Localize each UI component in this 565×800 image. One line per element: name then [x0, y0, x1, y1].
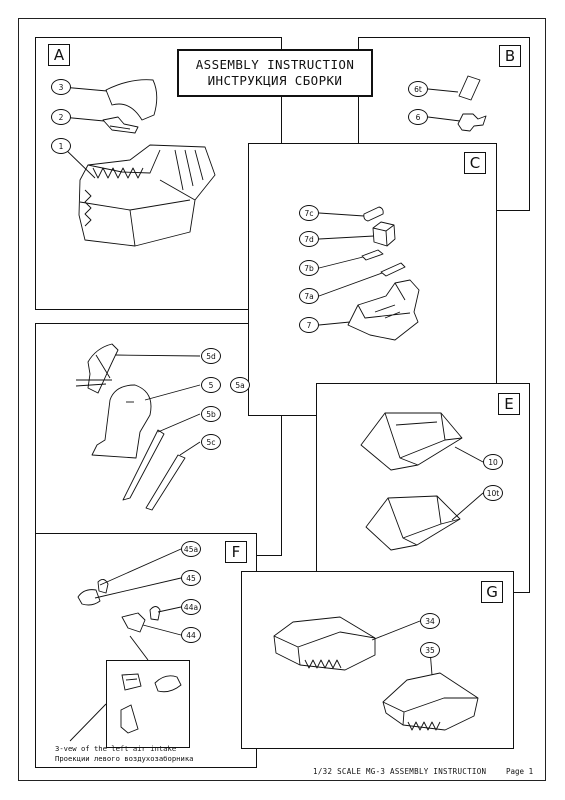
part-7b-block — [361, 249, 384, 261]
callout-7c: 7c — [299, 205, 319, 221]
callout-5: 5 — [201, 377, 221, 393]
panel-g-label: G — [481, 581, 503, 603]
callout-5b: 5b — [201, 406, 221, 422]
title-block: ASSEMBLY INSTRUCTION ИНСТРУКЦИЯ СБОРКИ — [177, 49, 373, 97]
part-44-intake — [121, 612, 146, 633]
page-number: Page 1 — [506, 767, 534, 776]
callout-2: 2 — [51, 109, 71, 125]
part-35-radiator — [382, 672, 479, 731]
air-intake-inset-frame — [106, 660, 190, 748]
callout-6: 6 — [408, 109, 428, 125]
part-45-intake — [77, 589, 101, 606]
inset-caption-english: 3-vew of the left air intake — [55, 744, 177, 753]
footer-text: 1/32 SCALE MG-3 ASSEMBLY INSTRUCTION — [313, 767, 487, 776]
page-frame — [18, 18, 546, 781]
part-6t-clear — [458, 75, 481, 101]
callout-6t: 6t — [408, 81, 428, 97]
title-russian: ИНСТРУКЦИЯ СБОРКИ — [207, 73, 343, 88]
part-44a-intake-lip — [149, 606, 161, 621]
part-7a-block — [380, 262, 406, 277]
callout-44: 44 — [181, 627, 201, 643]
panel-c-label: C — [464, 152, 486, 174]
callout-7a: 7a — [299, 288, 319, 304]
callout-5a: 5a — [230, 377, 250, 393]
part-3-windscreen — [105, 79, 158, 121]
callout-45: 45 — [181, 570, 201, 586]
callout-1: 1 — [51, 138, 71, 154]
callout-10: 10 — [483, 454, 503, 470]
callout-45a: 45a — [181, 541, 201, 557]
callout-10t: 10t — [483, 485, 503, 501]
part-5-seat-back — [91, 384, 152, 459]
part-6-bracket — [457, 113, 487, 132]
part-7-seat-pan — [347, 279, 420, 341]
panel-b-label: B — [499, 45, 521, 67]
panel-f-label: F — [225, 541, 247, 563]
part-5c-rail — [145, 454, 186, 511]
inset-caption-russian: Проекции левого воздухозаборника — [55, 754, 194, 763]
callout-5d: 5d — [201, 348, 221, 364]
callout-3: 3 — [51, 79, 71, 95]
panel-a-label: A — [48, 44, 70, 66]
callout-7d: 7d — [299, 231, 319, 247]
callout-7b: 7b — [299, 260, 319, 276]
part-7c-cylinder — [363, 206, 384, 222]
callout-44a: 44a — [181, 599, 201, 615]
part-5b-rail — [122, 429, 165, 501]
panel-c: C — [248, 143, 497, 416]
callout-7: 7 — [299, 317, 319, 333]
callout-35: 35 — [420, 642, 440, 658]
panel-g: G — [241, 571, 514, 749]
callout-5c: 5c — [201, 434, 221, 450]
title-english: ASSEMBLY INSTRUCTION — [195, 57, 355, 72]
callout-34: 34 — [420, 613, 440, 629]
panel-e-label: E — [498, 393, 520, 415]
